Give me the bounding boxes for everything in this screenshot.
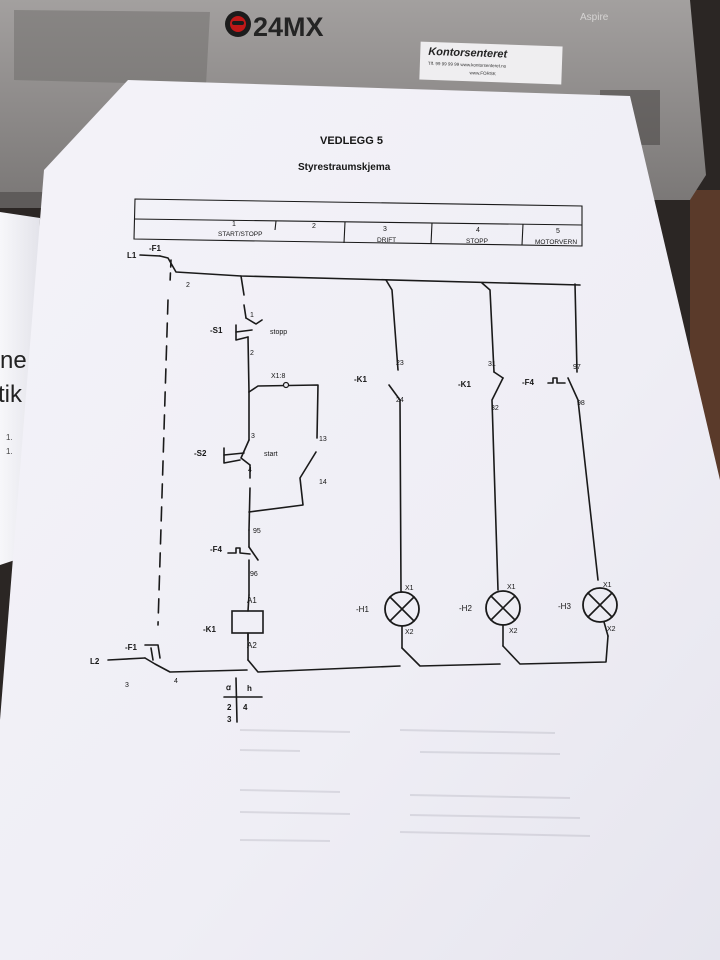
label-k1-coil: -K1: [203, 625, 216, 634]
brand-logo: 24MX: [253, 12, 324, 42]
label-h3-x1: X1: [603, 582, 612, 589]
column-header-table: 1 2 3 4 5 START/STOPP DRIFT STOPP MOTORV…: [133, 198, 583, 247]
label-k1-32: 32: [491, 405, 499, 412]
label-h2-x1: X1: [507, 584, 516, 591]
sticker-line-1: Tlf. 99 99 99 99 www.kontorsenteret.no: [428, 61, 507, 69]
dealer-sticker: Kontorsenteret Tlf. 99 99 99 99 www.kont…: [419, 41, 563, 85]
label-k1-drift: -K1: [354, 375, 367, 384]
contact-reference-table: ꭤ h 2 3 4: [226, 683, 252, 724]
label-node-4: 4: [174, 678, 178, 685]
label-f4-98: 98: [577, 400, 585, 407]
label-s1-terminal-2: 2: [250, 350, 254, 357]
label-x1-8: X1:8: [271, 373, 286, 380]
label-f4-mv: -F4: [522, 378, 535, 387]
thermal-contact-f4-95-96: [227, 546, 259, 561]
label-k1-a1: A1: [247, 596, 257, 605]
label-k1-31: 31: [488, 361, 496, 368]
start-pushbutton-s2: [223, 439, 251, 466]
contact-table-left-value-1: 2: [227, 703, 232, 712]
contact-table-right-value-1: 4: [243, 703, 248, 712]
schematic-labels: L1 -F1 2 1 -S1 stopp 2 X1:8 3 13 -S2 sta…: [90, 244, 616, 689]
nc-contact-k1-31-32: [493, 371, 504, 379]
label-h1: -H1: [356, 605, 369, 614]
label-h3: -H3: [558, 602, 571, 611]
column-number-4: 4: [476, 227, 480, 234]
column-number-2: 2: [312, 223, 316, 230]
column-number-5: 5: [556, 228, 560, 235]
lamp-h1: [384, 591, 420, 649]
column-label-4: STOPP: [466, 238, 488, 245]
contact-table-header-left: ꭤ: [226, 683, 231, 692]
thermal-contact-f4-97-98: [547, 377, 566, 384]
label-start: start: [264, 451, 278, 458]
label-f1-bottom: -F1: [125, 643, 138, 652]
left-sheet-fragment-1: ne: [0, 347, 27, 374]
label-k1-stopp: -K1: [458, 380, 471, 389]
label-s1: -S1: [210, 326, 223, 335]
sticker-line-2: www.FORSK: [470, 70, 496, 76]
column-number-3: 3: [383, 226, 387, 233]
fuse-switch-f1-bottom: [144, 644, 161, 661]
column-label-3: DRIFT: [377, 237, 396, 244]
helmet-icon: [225, 11, 251, 37]
label-k1-a2: A2: [247, 641, 257, 650]
show-through-text: [239, 729, 591, 842]
label-l1: L1: [127, 251, 137, 260]
model-badge: Aspire: [580, 12, 609, 23]
label-k1-24: 24: [396, 397, 404, 404]
label-k1-14: 14: [319, 479, 327, 486]
document-title: VEDLEGG 5: [320, 135, 383, 147]
left-sheet-fragment-4: 1.: [6, 447, 13, 456]
label-h1-x1: X1: [405, 585, 414, 592]
label-f1-top: -F1: [149, 244, 162, 253]
column-number-1: 1: [232, 221, 236, 228]
contact-table-header-right: h: [247, 684, 252, 693]
sticker-title: Kontorsenteret: [428, 46, 509, 61]
label-s2: -S2: [194, 449, 207, 458]
left-sheet-fragment-2: tik: [0, 381, 23, 408]
lamp-h2: [485, 590, 521, 647]
label-f4: -F4: [210, 545, 223, 554]
label-f4-97: 97: [573, 364, 581, 371]
terminal-x1-8: [282, 381, 290, 389]
column-label-1: START/STOPP: [218, 231, 262, 238]
label-node-2: 2: [186, 282, 190, 289]
document-subtitle: Styrestraumskjema: [298, 162, 391, 173]
label-f4-95: 95: [253, 528, 261, 535]
left-sheet-fragment-3: 1.: [6, 433, 13, 442]
schematic-document: VEDLEGG 5 Styrestraumskjema 1 2 3 4 5 ST…: [90, 135, 618, 842]
document-page: [0, 80, 720, 960]
label-h1-x2: X2: [405, 629, 414, 636]
label-l2: L2: [90, 657, 100, 666]
label-h2: -H2: [459, 604, 472, 613]
label-k1-13: 13: [319, 436, 327, 443]
label-h2-x2: X2: [509, 628, 518, 635]
label-s1-terminal-1: 1: [250, 312, 254, 319]
column-label-5: MOTORVERN: [535, 239, 577, 246]
label-s2-terminal-4: 4: [248, 467, 252, 474]
lamp-h3: [582, 587, 618, 637]
label-node-3: 3: [125, 682, 129, 689]
label-f4-96: 96: [250, 571, 258, 578]
label-k1-23: 23: [396, 360, 404, 367]
stop-pushbutton-s1: [235, 317, 263, 341]
label-s2-terminal-3: 3: [251, 433, 255, 440]
contact-table-left-value-2: 3: [227, 715, 232, 724]
label-h3-x2: X2: [607, 626, 616, 633]
label-stopp: stopp: [270, 329, 287, 336]
control-circuit-wiring: [107, 254, 609, 723]
